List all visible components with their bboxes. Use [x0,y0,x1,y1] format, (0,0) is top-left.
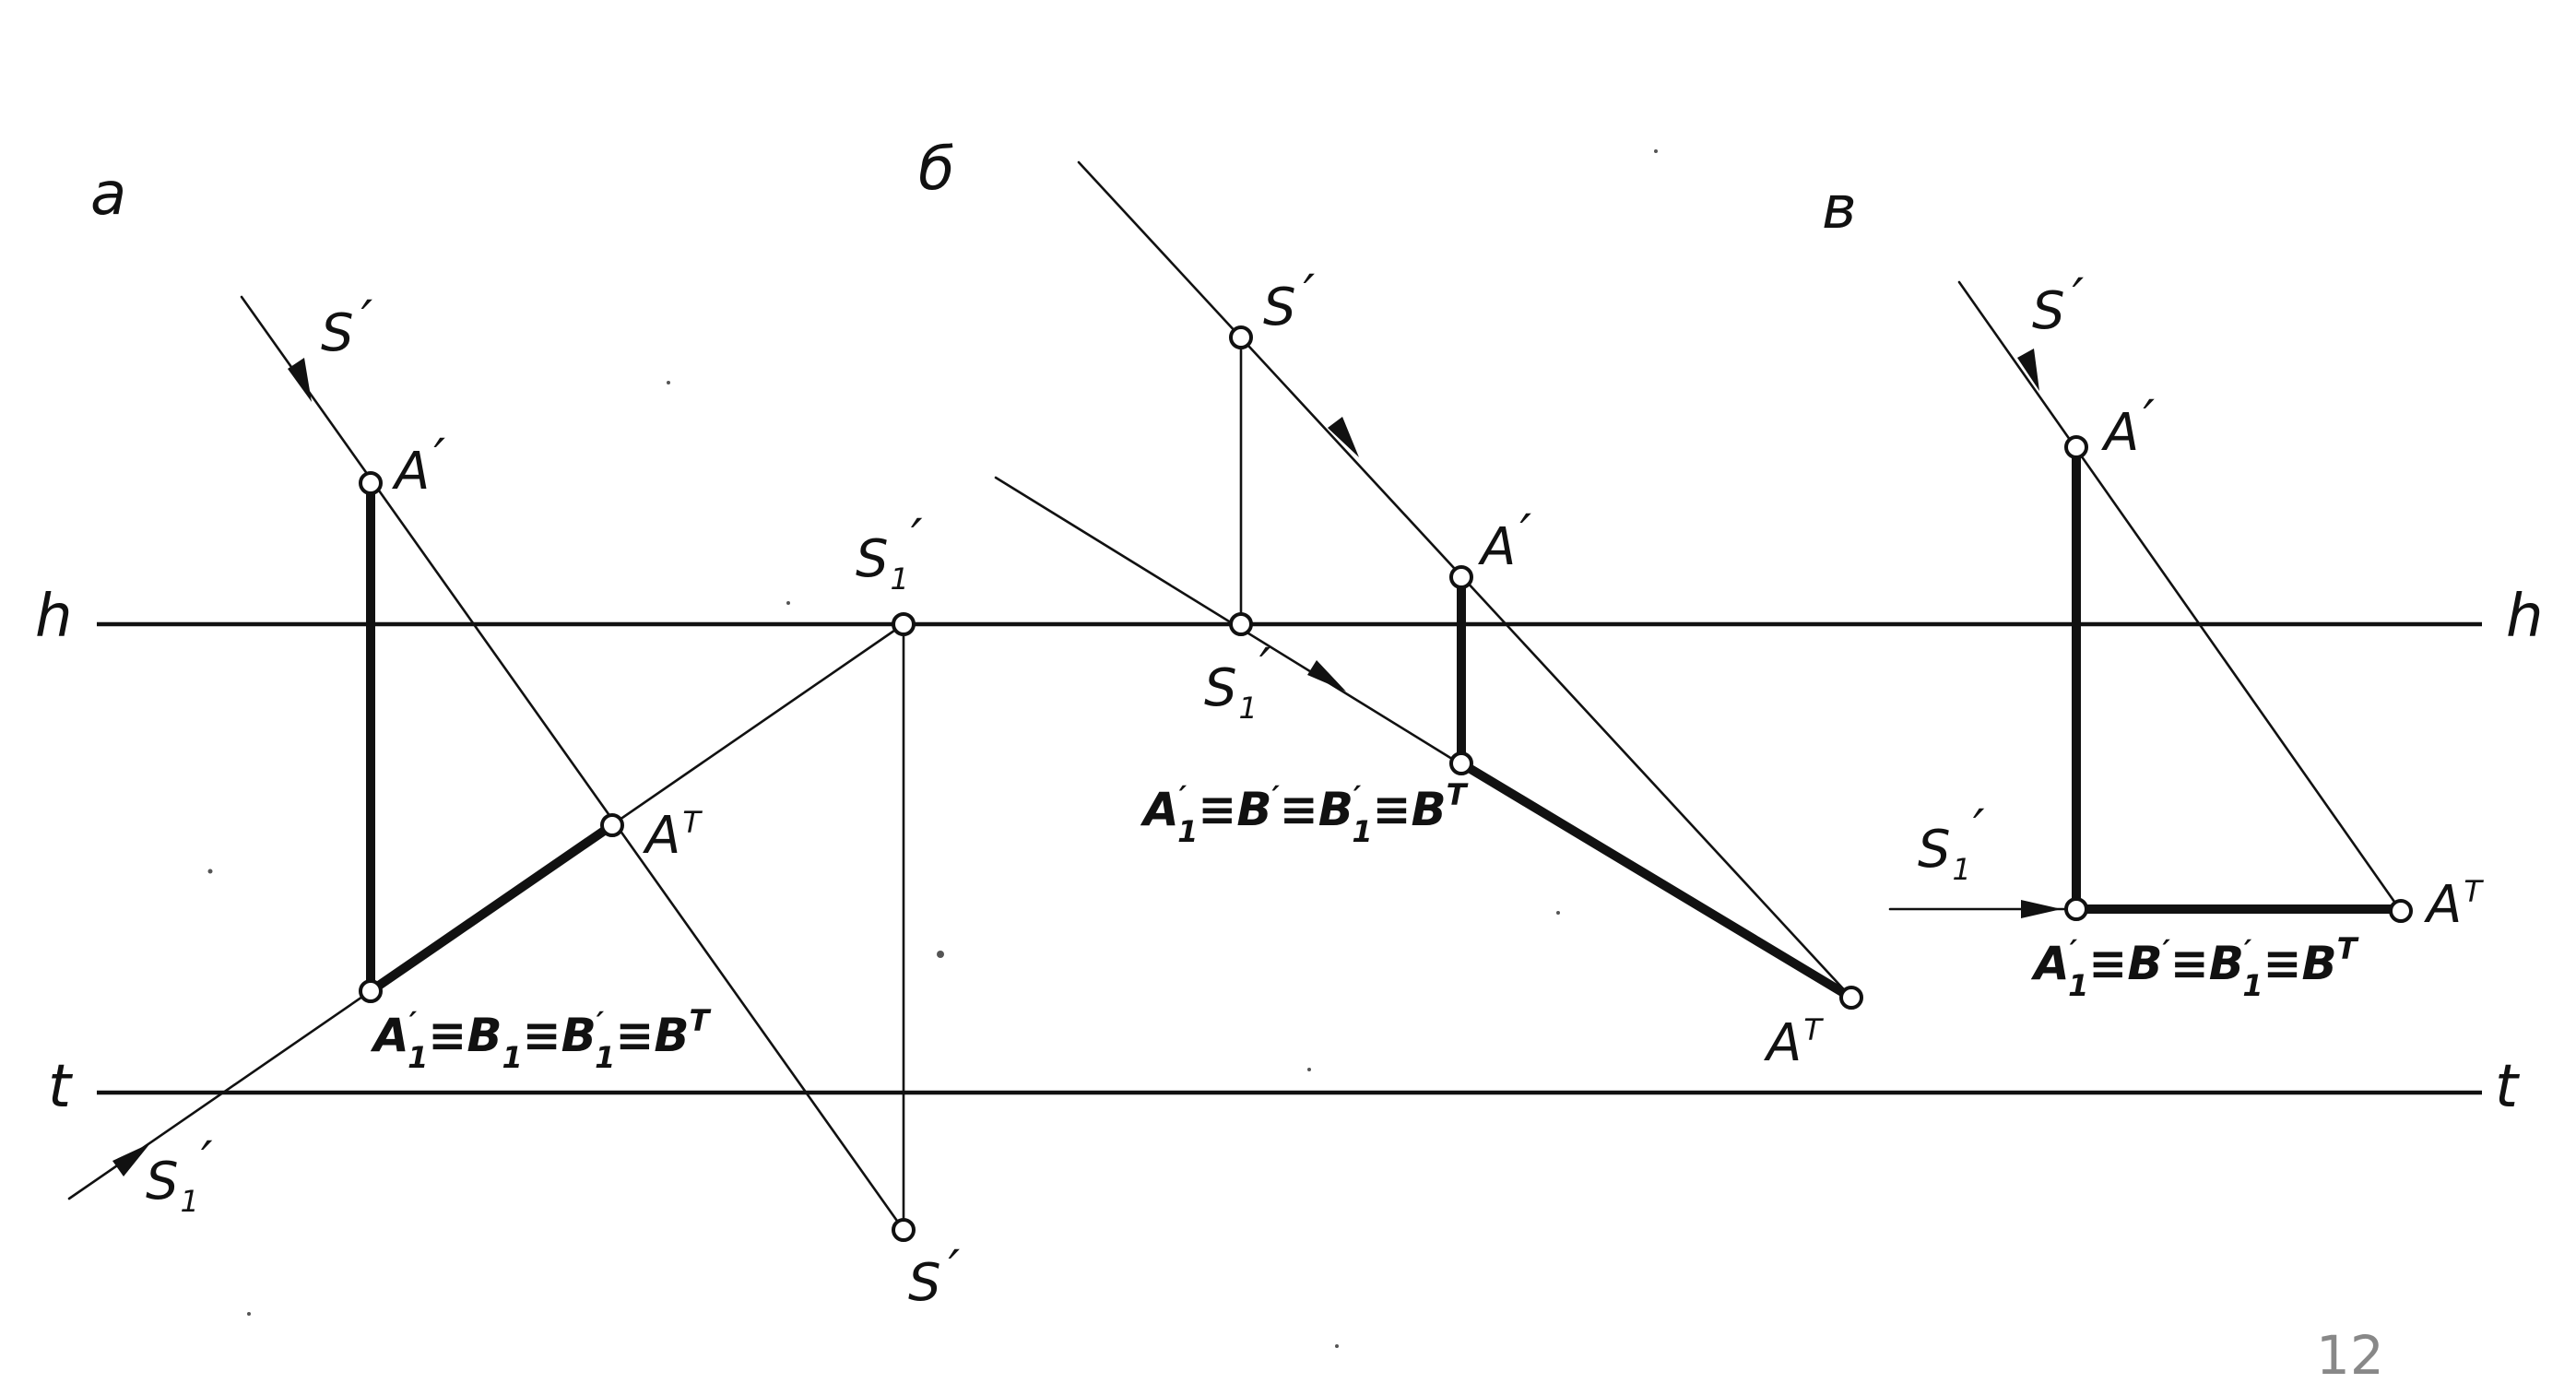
point-a-t-c [2389,899,2413,923]
horizon-label-right: h [2506,583,2544,651]
label-coincident-a: A′1≡B1≡B′1≡BT [370,1003,711,1075]
point-a-prime-c [2064,435,2088,459]
label-a-t: AT [643,805,703,866]
point-s-prime-bottom [892,1218,916,1242]
label-s1-prime-b: S1′ [1204,638,1271,726]
label-a-t-c: AT [2424,874,2484,935]
shadow-segment-b [1457,759,1856,1002]
panel-a-title: а [90,160,126,229]
light-ray-s-prime [240,295,905,1232]
label-s1-prime-top: S1′ [856,509,923,597]
label-a-prime-b: A′ [1478,504,1531,577]
ray-arrow-s-prime [288,358,312,402]
point-a-t [600,813,624,837]
panel-b-title: б [918,136,954,204]
ray-arrow-s1-prime [112,1143,150,1176]
label-s-prime-b: S′ [1263,265,1316,337]
label-s-prime-bottom: S′ [908,1240,961,1313]
ground-label-right: t [2495,1053,2521,1121]
panel-c: в S′ A′ S1′ AT A′1≡B′≡B′1≡BT [1822,174,2484,1003]
page-number: 12 [2316,1324,2384,1387]
ground-label-left: t [48,1053,74,1121]
point-a1-prime-b [1449,751,1473,775]
label-coincident-b: A′1≡B′≡B′1≡BT [1140,777,1469,849]
ray-arrow-s1-prime-c [2021,900,2062,918]
label-a-prime-c: A′ [2101,390,2155,463]
label-a-prime: A′ [392,429,445,502]
point-a-prime-b [1449,565,1473,589]
panel-b: б S′ A′ S1′ A′1≡B′≡B′1≡BT AT [918,136,1863,1073]
ray-arrow-s-prime-b [1328,417,1359,457]
point-a1-prime [359,979,383,1003]
horizon-label-left: h [35,583,73,651]
point-a-t-b [1839,986,1863,1010]
label-coincident-c: A′1≡B′≡B′1≡BT [2030,931,2359,1003]
panel-a: а S′ A′ S1′ AT A′1≡B1≡B′1≡BT S1′ S′ [67,160,961,1313]
ray-arrow-s-prime-c [2017,349,2039,391]
point-a-prime [359,471,383,495]
panel-c-title: в [1822,174,1857,242]
ray-arrow-s1-prime-b [1307,660,1346,692]
label-a-t-b: AT [1764,1012,1824,1073]
point-s1-prime-b [1229,612,1253,636]
label-s-prime-top: S′ [321,290,373,363]
label-s-prime-c: S′ [2032,268,2085,341]
light-ray-s1-prime-b [994,476,1461,765]
label-s1-prime-c: S1′ [1918,799,1985,887]
shadow-segment-a [366,821,617,996]
light-ray-s-prime-c [1957,280,2403,913]
label-s1-prime-bottom: S1′ [146,1131,213,1219]
point-s-prime-b [1229,325,1253,349]
scan-specks [207,149,1658,1348]
point-s1-prime [892,612,916,636]
point-a1-prime-c [2064,897,2088,921]
